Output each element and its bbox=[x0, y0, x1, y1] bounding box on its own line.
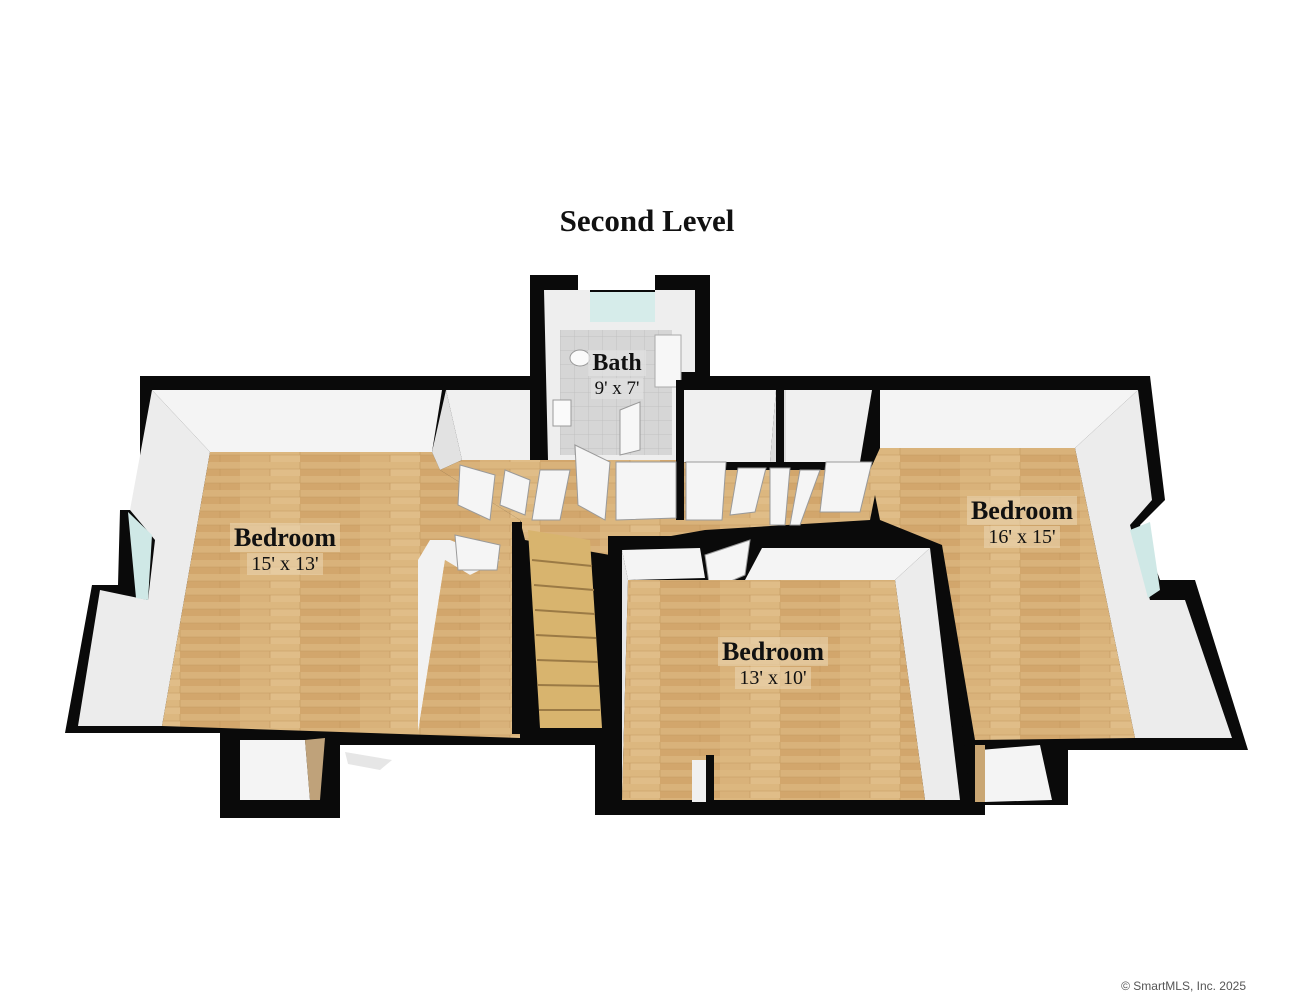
bathtub-icon bbox=[654, 334, 682, 388]
room-dimensions: 9' x 7' bbox=[590, 378, 644, 399]
door bbox=[454, 534, 501, 571]
wall bbox=[706, 755, 714, 800]
wall-face bbox=[432, 390, 462, 470]
wall bbox=[692, 760, 706, 802]
wall-face bbox=[446, 390, 530, 460]
door bbox=[685, 461, 727, 521]
door bbox=[769, 467, 791, 526]
wall-face bbox=[1075, 390, 1232, 738]
wall bbox=[676, 380, 684, 520]
closet-bottom-right bbox=[975, 745, 1052, 802]
door bbox=[531, 469, 571, 521]
wall-face bbox=[622, 550, 628, 800]
door bbox=[789, 469, 821, 526]
room-dimensions: 15' x 13' bbox=[247, 553, 323, 575]
room-bedroom-middle bbox=[608, 536, 972, 815]
wall-face bbox=[305, 738, 325, 800]
staircase bbox=[528, 530, 602, 728]
copyright-text: © SmartMLS, Inc. 2025 bbox=[1121, 979, 1246, 993]
door bbox=[499, 469, 531, 516]
window bbox=[128, 512, 152, 600]
doors bbox=[454, 444, 873, 591]
door bbox=[619, 401, 641, 456]
door bbox=[704, 539, 751, 591]
wall-face bbox=[975, 745, 985, 802]
stairs-base bbox=[528, 530, 602, 728]
wall bbox=[776, 380, 784, 470]
door bbox=[729, 467, 767, 516]
floor-wood bbox=[622, 580, 925, 800]
door bbox=[457, 464, 496, 521]
room-name: Bedroom bbox=[229, 523, 341, 552]
wall-face bbox=[880, 390, 1138, 448]
wall-face bbox=[895, 548, 960, 800]
label-bedroom-middle: Bedroom 13' x 10' bbox=[693, 637, 853, 690]
stair-treads bbox=[531, 559, 600, 711]
room-name: Bath bbox=[588, 350, 646, 376]
room-dimensions: 16' x 15' bbox=[984, 526, 1060, 548]
label-bath: Bath 9' x 7' bbox=[567, 349, 667, 401]
wall-face bbox=[786, 390, 872, 462]
floor-wood bbox=[418, 560, 520, 732]
closet-center-right bbox=[676, 380, 872, 520]
room-name: Bedroom bbox=[717, 637, 829, 666]
window bbox=[345, 752, 392, 770]
plan-title: Second Level bbox=[559, 203, 735, 238]
label-bedroom-left: Bedroom 15' x 13' bbox=[205, 523, 365, 576]
wall-face bbox=[622, 548, 705, 580]
window bbox=[1130, 522, 1160, 598]
room-dimensions: 13' x 10' bbox=[735, 667, 811, 689]
closet-bottom-left bbox=[240, 738, 392, 800]
closet-left-top bbox=[432, 390, 530, 470]
room-name: Bedroom bbox=[966, 496, 1078, 525]
window bbox=[590, 292, 655, 322]
wall-face bbox=[418, 540, 500, 732]
door bbox=[819, 461, 873, 513]
wall-top bbox=[608, 536, 700, 800]
wall-face bbox=[240, 740, 310, 800]
wall-face bbox=[745, 548, 930, 580]
wall-face bbox=[78, 390, 210, 726]
door bbox=[615, 461, 677, 521]
sink-icon bbox=[552, 399, 572, 427]
wall-face bbox=[684, 390, 776, 462]
wall-face bbox=[980, 745, 1052, 802]
wall bbox=[512, 522, 522, 734]
label-bedroom-right: Bedroom 16' x 15' bbox=[942, 496, 1102, 549]
wall-face bbox=[152, 390, 442, 452]
door bbox=[574, 444, 611, 521]
